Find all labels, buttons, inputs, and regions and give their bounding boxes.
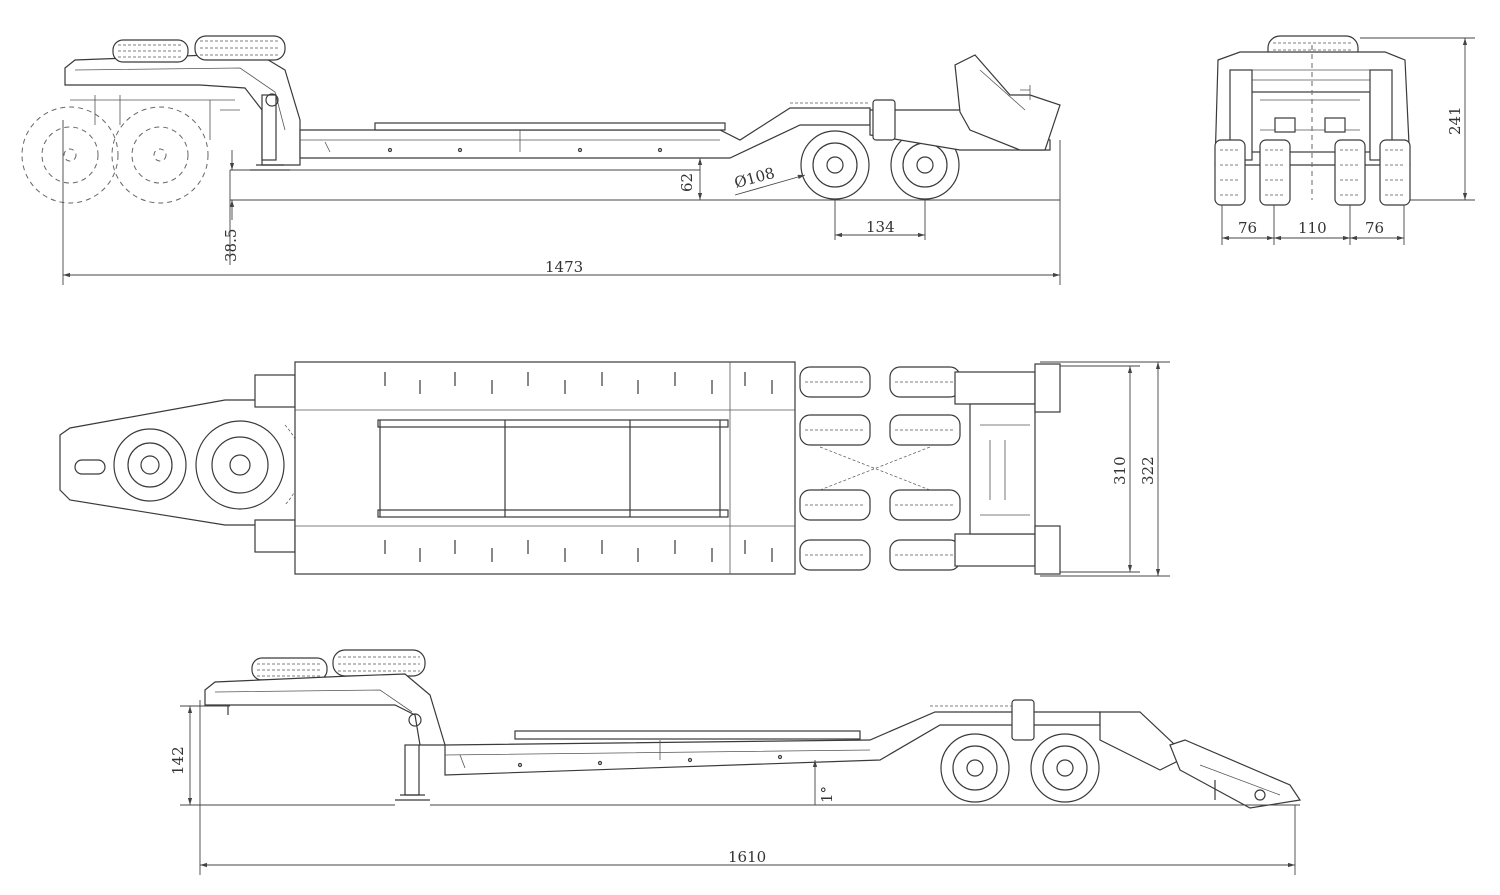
front-view-tire-4	[1379, 139, 1411, 206]
right-offset-label: 76	[1365, 219, 1384, 237]
tilt-angle-label: 1°	[818, 786, 836, 803]
lowered-ramp	[1169, 739, 1302, 809]
top-view-tires	[799, 366, 961, 571]
lowered-wheel-2	[1030, 733, 1100, 803]
front-view-tire-3	[1334, 139, 1366, 206]
rear-ramp	[954, 54, 1061, 151]
side-view-raised	[21, 35, 1061, 204]
front-height-lowered-label: 142	[169, 746, 187, 775]
overall-length-lowered-label: 1610	[728, 848, 766, 866]
lowered-spare-1	[251, 657, 328, 681]
center-width-label: 110	[1298, 219, 1327, 237]
top-view-spare-1	[113, 428, 187, 502]
front-view-tire-2	[1259, 139, 1291, 206]
deck-height-label: 62	[678, 173, 696, 192]
spare-tire-2	[194, 35, 286, 61]
tractor-wheel-front	[21, 106, 119, 204]
dimensions-top-view: 310 322	[1040, 361, 1170, 577]
top-view-deck	[294, 361, 796, 575]
front-view	[1214, 35, 1411, 206]
overall-length-label: 1473	[545, 258, 583, 276]
main-deck	[299, 107, 871, 159]
dimensions-side-view: 1473 38.5 62 Ø108 134	[62, 120, 1061, 285]
tractor-wheel-rear	[111, 106, 209, 204]
front-height-label: 241	[1446, 106, 1464, 135]
inner-width-label: 310	[1111, 456, 1129, 485]
spare-tire-1	[112, 39, 189, 63]
top-view-spare-2	[195, 420, 285, 510]
top-view	[59, 361, 1061, 575]
lowered-spare-2	[332, 649, 426, 677]
front-view-tire-1	[1214, 139, 1246, 206]
axle-spacing-label: 134	[866, 218, 895, 236]
left-offset-label: 76	[1238, 219, 1257, 237]
dimensions-front-view: 241 76 110 76	[1221, 37, 1475, 245]
dimensions-lowered-view: 142 1° 1610	[169, 700, 1300, 875]
outer-width-label: 322	[1139, 456, 1157, 485]
wheel-diameter-label: Ø108	[732, 164, 776, 192]
side-view-lowered	[204, 649, 1302, 809]
gooseneck-height-label: 38.5	[222, 229, 240, 262]
rear-wheel-1	[800, 130, 870, 200]
lowered-landing-leg	[404, 744, 420, 796]
lowered-wheel-1	[940, 733, 1010, 803]
